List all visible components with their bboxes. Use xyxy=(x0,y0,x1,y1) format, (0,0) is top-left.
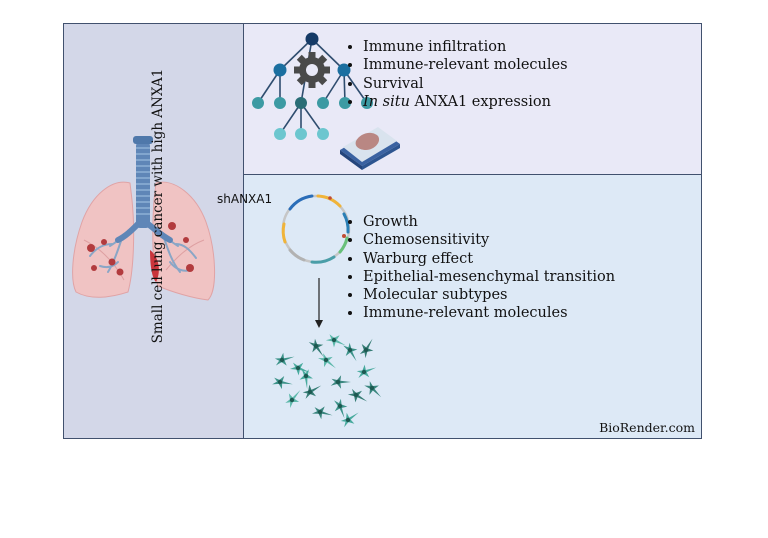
bottom-panel: BioRender.com xyxy=(244,175,701,438)
lungs-icon xyxy=(72,136,215,301)
list-item: Chemosensitivity xyxy=(363,231,615,249)
vertical-title: Small cell lung cancer with high ANXA1 xyxy=(150,68,166,344)
cells-icon xyxy=(272,334,382,428)
gear-icon xyxy=(294,52,330,88)
arrow-down-icon xyxy=(315,278,323,328)
brand-label: BioRender.com xyxy=(599,420,695,435)
list-item: Warburg effect xyxy=(363,250,615,268)
list-item: Growth xyxy=(363,213,615,231)
list-item: Immune infiltration xyxy=(363,38,568,56)
list-item: In situ ANXA1 expression xyxy=(363,93,568,111)
list-item: Epithelial-mesenchymal transition xyxy=(363,268,615,286)
list-item: Immune-relevant molecules xyxy=(363,304,615,322)
bottom-bullet-list: Growth Chemosensitivity Warburg effect E… xyxy=(345,213,615,323)
list-item: Immune-relevant molecules xyxy=(363,56,568,74)
list-item: Molecular subtypes xyxy=(363,286,615,304)
plasmid-label: shANXA1 xyxy=(217,192,273,206)
plasmid-icon xyxy=(281,194,351,264)
top-bullet-list: Immune infiltration Immune-relevant mole… xyxy=(345,38,568,111)
list-item: Survival xyxy=(363,75,568,93)
tissue-slide-icon xyxy=(340,127,400,170)
